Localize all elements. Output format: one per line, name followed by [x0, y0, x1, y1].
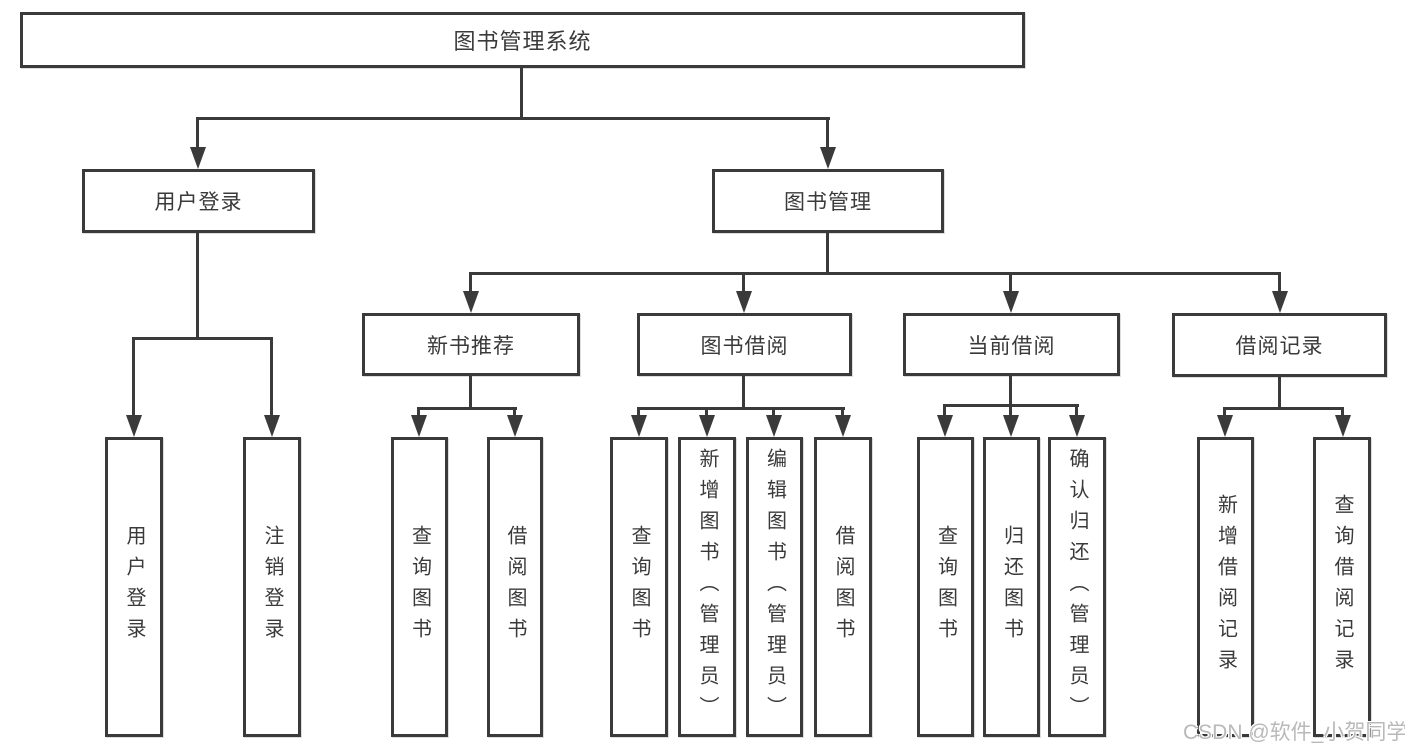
connector-user-login-stem [196, 233, 199, 339]
connector-drop [1223, 407, 1226, 419]
connector-borrow-record-stem [1278, 377, 1281, 409]
node-label: 查询图书 [408, 525, 431, 649]
connector-current-borrow-stem [1009, 376, 1012, 406]
node-label: 新增图书（管理员） [696, 447, 718, 727]
node-borrowing-records: 借阅记录 [1172, 313, 1387, 377]
node-query-books-current: 查询图书 [917, 437, 974, 737]
connector-drop [841, 407, 844, 419]
connector-drop [705, 407, 708, 419]
connector-new-book-split [417, 407, 517, 410]
arrow-down-icon [835, 415, 851, 437]
connector-drop [270, 337, 273, 419]
node-label: 新书推荐 [427, 334, 515, 358]
node-label: 确认归还（管理员） [1066, 447, 1088, 727]
connector-drop [132, 337, 135, 419]
node-label: 查询图书 [934, 525, 957, 649]
connector-drop [417, 407, 420, 419]
node-logout: 注销登录 [243, 437, 301, 737]
arrow-down-icon [937, 415, 953, 437]
node-label: 归还图书 [1000, 525, 1023, 649]
node-confirm-return-admin: 确认归还（管理员） [1048, 437, 1106, 737]
connector-root-split [196, 117, 830, 120]
connector-drop [637, 407, 640, 419]
watermark: CSDN @软件_小贺同学 [1183, 721, 1405, 744]
connector-book-mgmt-split [469, 272, 1281, 275]
node-label: 查询借阅记录 [1331, 494, 1353, 680]
node-label: 借阅图书 [504, 525, 526, 649]
arrow-down-icon [507, 415, 523, 437]
node-add-borrow-record: 新增借阅记录 [1197, 437, 1254, 737]
node-label: 图书管理系统 [453, 29, 592, 54]
node-label: 用户登录 [154, 191, 243, 214]
arrow-down-icon [1069, 415, 1085, 437]
connector-drop [1009, 272, 1012, 295]
node-query-books-recommend: 查询图书 [391, 437, 448, 737]
connector-drop [469, 272, 472, 295]
connector-borrow-record-split [1223, 407, 1343, 410]
node-borrow-books-borrowing: 借阅图书 [814, 437, 872, 737]
node-label: 注销登录 [261, 525, 283, 649]
node-label: 用户登录 [123, 525, 145, 649]
node-book-management: 图书管理 [712, 169, 944, 233]
node-query-books-borrowing: 查询图书 [610, 437, 668, 737]
arrow-down-icon [766, 415, 782, 437]
connector-drop [742, 272, 745, 295]
node-label: 查询图书 [628, 525, 650, 649]
arrow-down-icon [1003, 415, 1019, 437]
arrow-down-icon [699, 415, 715, 437]
node-query-borrow-record: 查询借阅记录 [1313, 437, 1371, 737]
node-book-borrowing: 图书借阅 [637, 313, 852, 376]
connector-drop [1278, 272, 1281, 295]
node-borrow-books-recommend: 借阅图书 [487, 437, 543, 737]
connector-drop [1075, 404, 1078, 419]
node-label: 编辑图书（管理员） [763, 447, 786, 727]
connector-drop [513, 407, 516, 419]
arrow-down-icon [190, 147, 206, 169]
node-add-books-admin: 新增图书（管理员） [678, 437, 736, 737]
node-user-login-leaf: 用户登录 [105, 437, 163, 737]
connector-new-book-stem [469, 376, 472, 409]
node-label: 新增借阅记录 [1214, 494, 1237, 680]
connector-book-mgmt-stem [826, 233, 829, 274]
connector-drop [1341, 407, 1344, 419]
node-new-book-recommend: 新书推荐 [362, 313, 580, 376]
arrow-down-icon [736, 291, 752, 313]
arrow-down-icon [1335, 415, 1351, 437]
arrow-down-icon [264, 415, 280, 437]
connector-drop [826, 117, 829, 151]
node-label: 借阅记录 [1235, 335, 1324, 358]
node-edit-books-admin: 编辑图书（管理员） [746, 437, 803, 737]
connector-drop [196, 117, 199, 151]
connector-book-borrow-stem [742, 376, 745, 409]
arrow-down-icon [1272, 291, 1288, 313]
node-label: 当前借阅 [967, 334, 1056, 358]
arrow-down-icon [463, 291, 479, 313]
arrow-down-icon [1217, 415, 1233, 437]
connector-drop [943, 404, 946, 419]
node-book-management-system: 图书管理系统 [20, 12, 1025, 68]
node-label: 图书管理 [784, 191, 872, 214]
connector-book-borrow-split [637, 407, 845, 410]
arrow-down-icon [411, 415, 427, 437]
connector-user-login-split [132, 337, 273, 340]
arrow-down-icon [631, 415, 647, 437]
connector-root-stem [520, 68, 523, 119]
arrow-down-icon [1003, 291, 1019, 313]
arrow-down-icon [126, 415, 142, 437]
connector-drop [1009, 404, 1012, 419]
node-return-books: 归还图书 [983, 437, 1040, 737]
node-user-login: 用户登录 [82, 169, 315, 233]
node-label: 借阅图书 [832, 525, 854, 649]
node-current-borrowing: 当前借阅 [903, 313, 1120, 376]
connector-drop [772, 407, 775, 419]
node-label: 图书借阅 [700, 334, 789, 358]
arrow-down-icon [820, 147, 836, 169]
